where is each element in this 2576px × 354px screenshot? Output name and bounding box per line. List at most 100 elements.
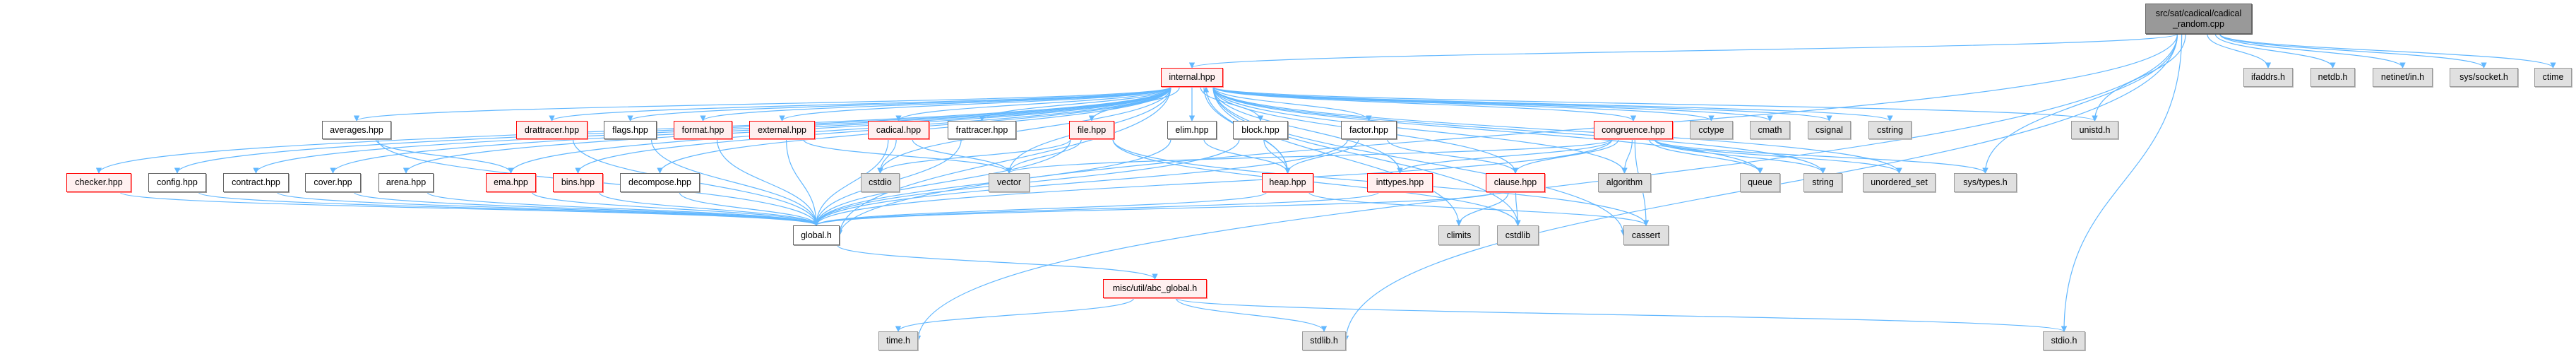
graph-node-block[interactable]: block.hpp <box>1233 121 1288 139</box>
edge-inttypes-to-global <box>813 191 1380 226</box>
graph-node-unordered-set: unordered_set <box>1863 173 1936 192</box>
graph-node-config[interactable]: config.hpp <box>148 173 206 192</box>
graph-node-arena[interactable]: arena.hpp <box>378 173 434 192</box>
edge-ema-to-global <box>531 191 820 226</box>
graph-node-systypes: sys/types.h <box>1954 173 2017 192</box>
graph-node-cover[interactable]: cover.hpp <box>305 173 361 192</box>
graph-node-root[interactable]: src/sat/cadical/cadical _random.cpp <box>2145 4 2252 34</box>
edge-elim-to-heap <box>1203 138 1291 174</box>
edge-internal-to-external <box>779 86 1171 122</box>
graph-node-ifaddrs: ifaddrs.h <box>2243 68 2293 87</box>
graph-node-inttypes[interactable]: inttypes.hpp <box>1367 173 1433 192</box>
edge-abc_global-to-stdio <box>1175 297 2067 332</box>
edge-congruence-to-clause <box>1512 138 1619 174</box>
edge-abc_global-to-stdlib <box>1175 297 1328 332</box>
graph-node-internal[interactable]: internal.hpp <box>1161 68 1223 87</box>
graph-node-cstring: cstring <box>1868 121 1912 139</box>
edge-averages-to-ema <box>375 138 514 174</box>
edge-config-to-global <box>198 191 819 226</box>
graph-node-elim[interactable]: elim.hpp <box>1167 121 1217 139</box>
edge-internal-to-file <box>1088 86 1180 122</box>
graph-node-frattracer[interactable]: frattracer.hpp <box>948 121 1016 139</box>
edge-root-to-ctime <box>2219 33 2556 69</box>
edge-root-to-netdb <box>2214 33 2336 69</box>
graph-node-flags[interactable]: flags.hpp <box>604 121 657 139</box>
graph-node-syssocket: sys/socket.h <box>2450 68 2518 87</box>
graph-node-congruence[interactable]: congruence.hpp <box>1594 121 1673 139</box>
edge-factor-to-global <box>813 138 1349 226</box>
edge-internal-to-factor <box>1212 86 1372 122</box>
edge-root-to-internal <box>1189 33 2178 69</box>
edge-congruence-to-queue <box>1648 138 1763 174</box>
graph-node-cstdio: cstdio <box>861 173 900 192</box>
edge-file-to-cstdio <box>877 138 1071 174</box>
graph-node-checker[interactable]: checker.hpp <box>66 173 131 192</box>
edge-internal-to-block <box>1200 86 1264 122</box>
graph-node-bins[interactable]: bins.hpp <box>553 173 603 192</box>
graph-node-averages[interactable]: averages.hpp <box>322 121 391 139</box>
edge-internal-to-global <box>836 86 1171 236</box>
graph-node-decompose[interactable]: decompose.hpp <box>620 173 700 192</box>
edge-heap-to-cassert <box>1308 191 1650 226</box>
edge-internal-to-queue <box>1212 86 1763 174</box>
graph-node-abc-global[interactable]: misc/util/abc_global.h <box>1103 279 1207 298</box>
edge-root-to-syssocket <box>2219 33 2487 69</box>
edge-bins-to-global <box>598 191 820 226</box>
edge-format-to-global <box>716 138 820 226</box>
graph-node-stdlib: stdlib.h <box>1302 331 1346 350</box>
edge-external-to-global <box>785 138 820 226</box>
edge-internal-to-congruence <box>1212 86 1637 122</box>
edge-internal-to-format <box>700 86 1171 122</box>
edge-root-to-ifaddrs <box>2207 33 2272 69</box>
graph-node-factor[interactable]: factor.hpp <box>1341 121 1397 139</box>
edge-congruence-to-vector <box>1006 138 1613 174</box>
graph-node-clause[interactable]: clause.hpp <box>1486 173 1545 192</box>
edge-internal-to-algorithm <box>1212 86 1628 174</box>
edge-internal-to-averages <box>354 86 1171 122</box>
graph-node-drattracer[interactable]: drattracer.hpp <box>516 121 588 139</box>
edge-internal-to-cstring <box>1212 86 1893 122</box>
graph-node-contract[interactable]: contract.hpp <box>223 173 289 192</box>
edge-root-to-stdio <box>2061 33 2183 332</box>
edge-internal-to-cadical <box>895 86 1171 122</box>
edge-internal-to-csignal <box>1212 86 1832 122</box>
edge-internal-to-unordered_set <box>1212 86 1902 174</box>
graph-node-heap[interactable]: heap.hpp <box>1262 173 1313 192</box>
graph-node-csignal: csignal <box>1808 121 1851 139</box>
graph-node-netinet: netinet/in.h <box>2373 68 2433 87</box>
edge-arena-to-global <box>427 191 820 226</box>
graph-node-cctype: cctype <box>1690 121 1733 139</box>
graph-node-string: string <box>1803 173 1842 192</box>
graph-node-climits: climits <box>1438 225 1479 245</box>
edge-clause-to-global <box>813 191 1495 226</box>
edge-internal-to-inttypes <box>1212 86 1403 174</box>
edge-root-to-systypes <box>1982 33 2178 174</box>
graph-node-global[interactable]: global.h <box>793 225 840 245</box>
edge-file-to-cstdlib <box>1112 138 1521 226</box>
edge-internal-to-flags <box>627 86 1171 122</box>
graph-node-time: time.h <box>878 331 918 350</box>
graph-node-external[interactable]: external.hpp <box>749 121 815 139</box>
edge-clause-to-climits <box>1455 191 1509 226</box>
graph-node-file[interactable]: file.hpp <box>1069 121 1114 139</box>
edge-root-to-global <box>836 33 2178 236</box>
edge-congruence-to-global <box>813 138 1613 226</box>
edge-root-to-unistd <box>2092 33 2186 122</box>
graph-node-ema[interactable]: ema.hpp <box>486 173 536 192</box>
graph-node-cstdlib: cstdlib <box>1497 225 1539 245</box>
edge-internal-to-frattracer <box>979 86 1171 122</box>
edge-abc_global-to-time <box>895 297 1135 332</box>
edge-cadical-to-vector <box>912 138 1013 174</box>
graph-node-queue: queue <box>1740 173 1780 192</box>
graph-node-cadical[interactable]: cadical.hpp <box>868 121 929 139</box>
edge-congruence-to-inttypes <box>1397 138 1613 174</box>
graph-node-stdio: stdio.h <box>2043 331 2085 350</box>
edge-external-to-vector <box>802 138 1013 174</box>
graph-node-vector: vector <box>989 173 1030 192</box>
graph-node-format[interactable]: format.hpp <box>674 121 732 139</box>
edge-congruence-to-unordered_set <box>1654 138 1902 174</box>
edge-heap-to-global <box>813 191 1268 226</box>
edge-factor-to-clause <box>1386 138 1519 174</box>
edge-global-to-abc_global <box>837 244 1158 280</box>
